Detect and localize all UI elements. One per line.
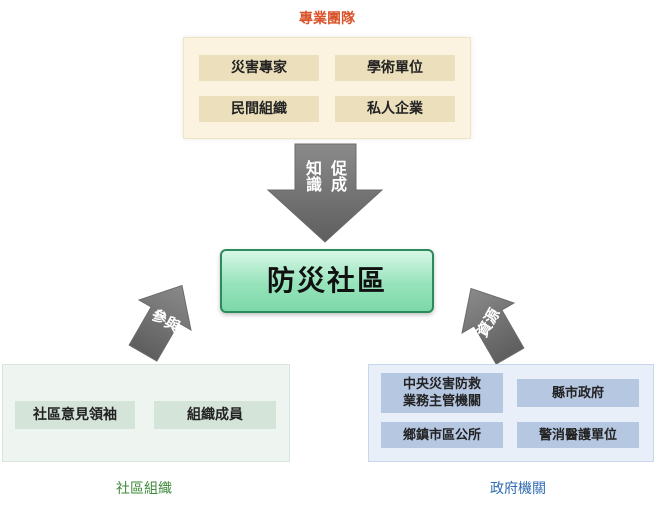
community-box: 社區意見領袖 組織成員 — [2, 364, 290, 462]
government-box: 中央災害防救 業務主管機關 縣市政府 鄉鎮市區公所 警消醫護單位 — [368, 364, 654, 462]
government-title: 政府機關 — [490, 481, 546, 497]
team-title: 專業團隊 — [299, 11, 355, 27]
community-item-members: 組織成員 — [154, 401, 276, 429]
government-item-county-city: 縣市政府 — [517, 379, 639, 407]
top-arrow-text-knowledge: 知識 — [303, 160, 322, 192]
top-down-arrow — [266, 143, 384, 243]
team-item-academic-units: 學術單位 — [335, 55, 455, 81]
team-box: 災害專家 學術單位 民間組織 私人企業 — [183, 37, 471, 139]
center-box: 防災社區 — [220, 249, 434, 313]
team-item-disaster-experts: 災害專家 — [199, 55, 319, 81]
right-up-arrow — [461, 287, 525, 365]
government-item-central-agencies: 中央災害防救 業務主管機關 — [381, 373, 503, 413]
community-title: 社區組織 — [116, 481, 172, 497]
team-item-private-enterprises: 私人企業 — [335, 96, 455, 122]
left-up-arrow — [128, 284, 192, 362]
top-arrow-text-promote: 促成 — [328, 160, 347, 192]
government-item-emergency-units: 警消醫護單位 — [517, 422, 639, 448]
community-item-opinion-leaders: 社區意見領袖 — [15, 401, 135, 429]
government-item-township-office: 鄉鎮市區公所 — [381, 422, 503, 448]
team-item-civil-organizations: 民間組織 — [199, 96, 319, 122]
